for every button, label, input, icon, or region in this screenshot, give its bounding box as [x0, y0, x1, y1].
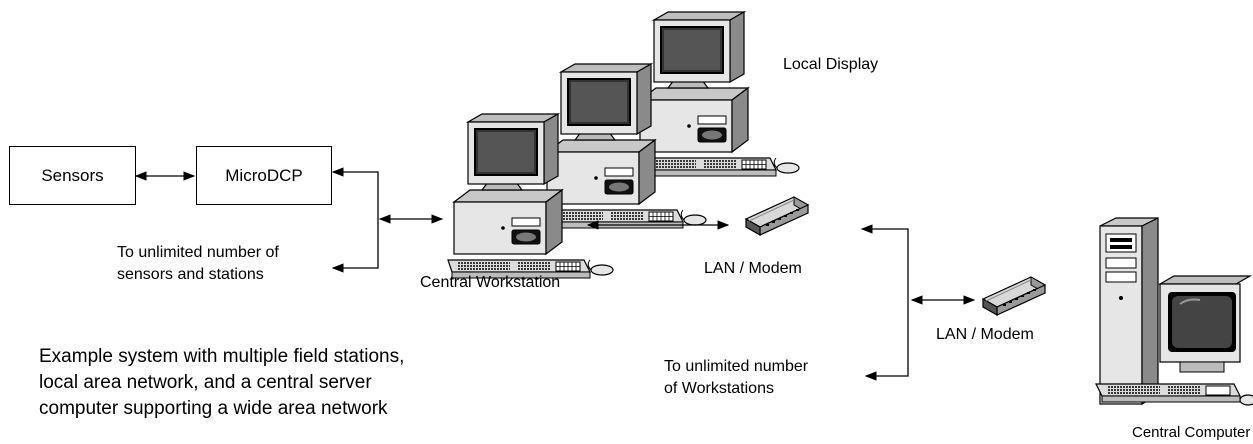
unlimited-sensors-line1: To unlimited number of: [117, 244, 279, 261]
lan-modem-1-label: LAN / Modem: [704, 260, 802, 277]
unlimited-workstations-line1: To unlimited number: [664, 358, 809, 375]
caption-line2: local area network, and a central server: [39, 372, 372, 393]
microdcp-bracket: [331, 167, 379, 273]
unlimited-sensors-line2: sensors and stations: [117, 266, 264, 283]
workstations-bracket: [860, 224, 909, 381]
lan-modem-1-icon: [745, 196, 809, 236]
central-computer-label: Central Computer: [1132, 424, 1251, 441]
workstation-3-icon: [633, 11, 800, 177]
microdcp-label: MicroDCP: [225, 165, 303, 185]
caption-line1: Example system with multiple field stati…: [39, 346, 405, 367]
microdcp-box: MicroDCP: [196, 146, 332, 205]
caption-line3: computer supporting a wide area network: [39, 398, 388, 419]
lan-modem-2-label: LAN / Modem: [936, 326, 1034, 343]
sensors-label: Sensors: [41, 165, 104, 185]
local-display-label: Local Display: [783, 56, 879, 73]
central-computer-icon: [1095, 217, 1253, 406]
central-workstation-label: Central Workstation: [420, 274, 561, 291]
lan-modem-2-icon: [982, 276, 1046, 316]
unlimited-workstations-line2: of Workstations: [664, 380, 774, 397]
sensors-box: Sensors: [9, 146, 136, 205]
